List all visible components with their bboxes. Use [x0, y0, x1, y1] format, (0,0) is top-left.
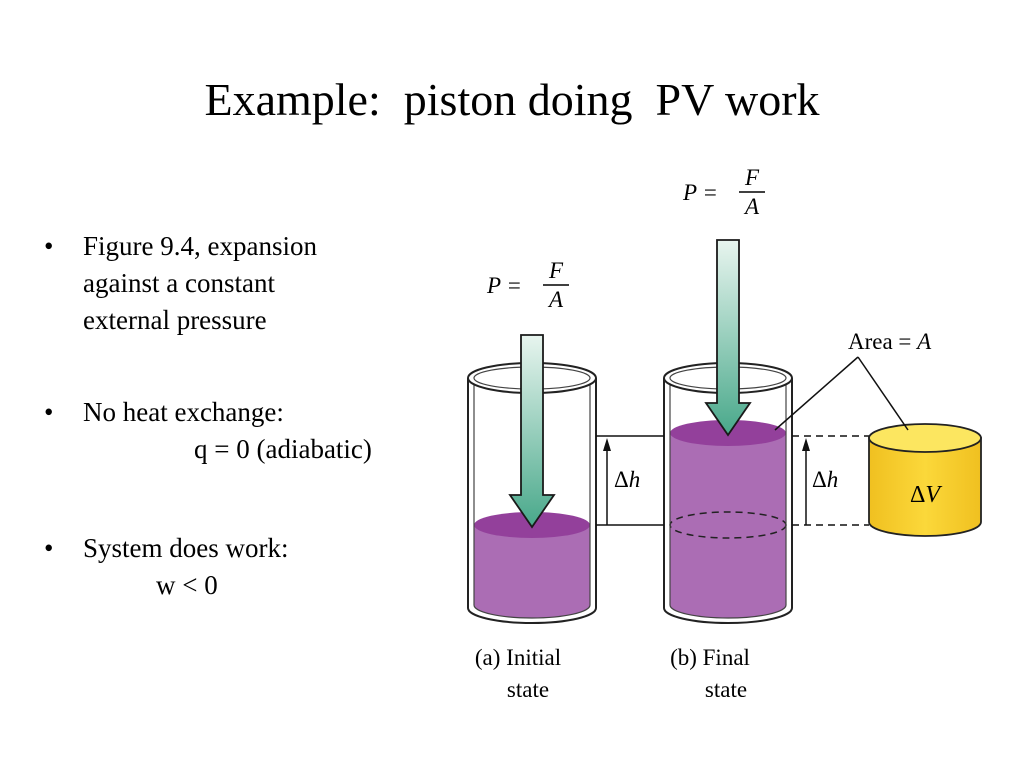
bullet-item-work: • System does work: w < 0 — [44, 530, 289, 604]
delta-v-label: ΔV — [910, 482, 942, 508]
slide-title: Example: piston doing PV work — [204, 74, 820, 125]
delta-h-marker-right — [792, 435, 869, 526]
bullet-text: Figure 9.4, expansion — [83, 231, 317, 261]
pressure-arrow-initial — [508, 334, 556, 529]
area-leader-lines — [774, 356, 909, 431]
cylinder-wall-initial — [467, 378, 597, 624]
delta-h-label-right: Δh — [812, 467, 838, 492]
bullet-dot: • — [44, 533, 54, 563]
p-label: P = — [486, 273, 522, 298]
bullet-dot: • — [44, 397, 54, 427]
area-label: Area = A — [848, 329, 932, 354]
delta-h-marker-left — [596, 435, 664, 526]
bullet-text: external pressure — [83, 305, 267, 335]
bullet-item-figure: • Figure 9.4, expansion against a consta… — [44, 228, 404, 339]
bullet-text: System does work: — [83, 533, 289, 563]
fraction-numerator: F — [744, 165, 760, 190]
bullet-text: against a constant — [83, 268, 275, 298]
bullet-list: • Figure 9.4, expansion against a consta… — [44, 228, 404, 600]
cylinder-wall-final — [663, 378, 793, 624]
bullet-text: No heat exchange: — [83, 397, 284, 427]
caption-initial-state: state — [507, 677, 549, 702]
delta-v-cylinder — [868, 423, 982, 537]
fraction-denominator: A — [743, 194, 760, 219]
caption-final: (b) Final — [670, 645, 750, 670]
bullet-item-heat: • No heat exchange: q = 0 (adiabatic) — [44, 394, 372, 468]
pressure-formula-final: P = F A — [682, 165, 765, 219]
fraction-denominator: A — [547, 287, 564, 312]
caption-initial: (a) Initial — [475, 645, 561, 670]
pressure-formula-initial: P = F A — [486, 258, 569, 312]
bullet-dot: • — [44, 231, 54, 261]
bullet-subtext: q = 0 (adiabatic) — [194, 434, 372, 464]
p-label: P = — [682, 180, 718, 205]
gas-column-initial — [474, 525, 590, 618]
fraction-numerator: F — [548, 258, 564, 283]
bullet-subtext: w < 0 — [156, 570, 218, 600]
gas-column-final — [670, 433, 786, 618]
delta-v-top — [868, 423, 982, 453]
delta-h-label-left: Δh — [614, 467, 640, 492]
pressure-arrow-final — [704, 239, 752, 437]
caption-final-state: state — [705, 677, 747, 702]
